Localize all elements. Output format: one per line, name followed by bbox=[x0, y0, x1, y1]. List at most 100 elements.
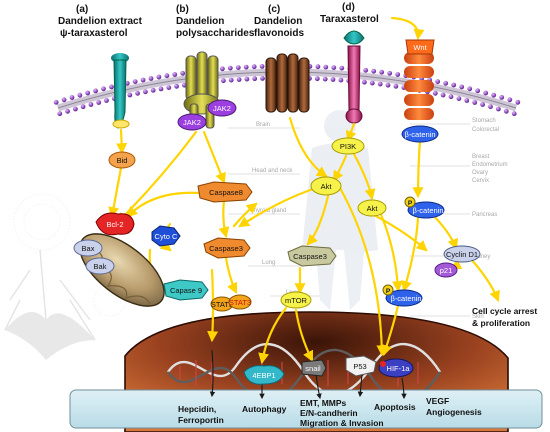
receptor-c bbox=[265, 53, 310, 113]
wnt-label: Wnt bbox=[413, 43, 427, 52]
lipid-head bbox=[377, 81, 383, 87]
cytoc-label: Cyto C bbox=[155, 232, 179, 241]
svg-text:E/N-candherin: E/N-candherin bbox=[300, 408, 358, 418]
lipid-head bbox=[435, 79, 441, 84]
svg-text:ψ-taraxasterol: ψ-taraxasterol bbox=[60, 28, 128, 39]
lipid-head bbox=[322, 76, 328, 82]
cyclin-d1-label: Cyclin D1 bbox=[446, 250, 478, 259]
lipid-head bbox=[148, 76, 154, 81]
organ-stomach: Stomach bbox=[472, 118, 496, 124]
p21-label: p21 bbox=[440, 266, 453, 275]
lipid-head bbox=[80, 104, 86, 110]
svg-text:Dandelion: Dandelion bbox=[176, 16, 224, 27]
svg-text:Taraxasterol: Taraxasterol bbox=[320, 14, 379, 25]
bid-node: Bid bbox=[108, 151, 136, 169]
lipid-head bbox=[88, 102, 94, 107]
lipid-head bbox=[65, 108, 70, 114]
cytoc-node: Cyto C bbox=[151, 225, 181, 247]
outcome-emt: EMT, MMPs E/N-candherin Migration & Inva… bbox=[300, 398, 384, 428]
lipid-head bbox=[331, 65, 337, 70]
beta-catenin-2-node: β-catenin P bbox=[404, 196, 445, 219]
lipid-head bbox=[371, 68, 377, 74]
jak2-right-label: JAK2 bbox=[213, 104, 231, 113]
wnt-node: Wnt bbox=[405, 39, 435, 55]
lipid-head bbox=[387, 70, 393, 76]
svg-text:(c): (c) bbox=[268, 4, 280, 15]
lipid-head bbox=[260, 76, 265, 81]
organ-thyroid: Thyroid gland bbox=[250, 208, 286, 214]
svg-text:(a): (a) bbox=[76, 4, 88, 15]
ebp1-node: 4EBP1 bbox=[243, 365, 285, 385]
svg-text:VEGF: VEGF bbox=[426, 396, 449, 406]
lipid-head bbox=[228, 77, 234, 83]
organ-colorectal: Colorectal bbox=[472, 127, 499, 133]
jak2-left-node: JAK2 bbox=[177, 113, 207, 131]
svg-text:Autophagy: Autophagy bbox=[242, 404, 287, 414]
outcome-arrows bbox=[209, 349, 407, 400]
lipid-head bbox=[385, 82, 391, 88]
svg-text:polysaccharides: polysaccharides bbox=[176, 28, 255, 39]
svg-text:Apoptosis: Apoptosis bbox=[374, 402, 416, 412]
lipid-head bbox=[491, 92, 497, 98]
lipid-head bbox=[109, 84, 114, 90]
outcome-autophagy: Autophagy bbox=[242, 404, 287, 414]
p53-node: P53 bbox=[345, 355, 377, 377]
lipid-head bbox=[323, 64, 329, 70]
organ-breast: Breast bbox=[472, 154, 490, 160]
lipid-head bbox=[69, 95, 75, 100]
caspase3-b-node: Caspase3 bbox=[287, 245, 337, 267]
organ-ovary: Ovary bbox=[472, 170, 488, 176]
lipid-head bbox=[499, 95, 505, 100]
bcl2-node: Bcl-2 bbox=[95, 212, 135, 236]
lipid-head bbox=[156, 74, 162, 80]
lipid-head bbox=[483, 90, 489, 96]
lipid-head bbox=[73, 106, 78, 112]
organ-skin: Skin bbox=[472, 314, 484, 320]
lipid-head bbox=[315, 64, 321, 70]
ebp1-label: 4EBP1 bbox=[252, 371, 275, 380]
lipid-head bbox=[456, 96, 462, 101]
lipid-head bbox=[488, 104, 493, 110]
lipid-head bbox=[77, 92, 83, 98]
outcome-cell-cycle: Cell cycle arrest & proliferation bbox=[472, 306, 537, 328]
lipid-head bbox=[480, 102, 485, 107]
lipid-head bbox=[338, 77, 344, 83]
svg-text:Migration & Invasion: Migration & Invasion bbox=[300, 418, 384, 428]
beta-catenin-1-node: β-catenin bbox=[401, 125, 439, 143]
lipid-head bbox=[440, 92, 446, 98]
lipid-head bbox=[252, 76, 258, 82]
lipid-head bbox=[451, 82, 457, 88]
lipid-head bbox=[236, 77, 242, 82]
snail-node: snail bbox=[301, 359, 327, 377]
bcl2-label: Bcl-2 bbox=[106, 220, 123, 229]
lipid-head bbox=[166, 85, 172, 90]
caspase9-node: Capase 9 bbox=[163, 279, 209, 301]
lipid-head bbox=[93, 88, 98, 94]
lipid-head bbox=[180, 70, 186, 76]
svg-text:flavonoids: flavonoids bbox=[254, 28, 304, 39]
stat3-b-node: STAT3 bbox=[228, 294, 252, 310]
lipid-head bbox=[393, 83, 399, 89]
lipid-head bbox=[259, 64, 265, 69]
lipid-head bbox=[251, 64, 257, 70]
lipid-head bbox=[235, 65, 241, 70]
panel-c-label: (c) Dandelion flavonoids bbox=[254, 4, 304, 39]
pi3k-node: PI3K bbox=[331, 137, 365, 155]
caspase9-label: Capase 9 bbox=[170, 286, 202, 295]
outcome-apoptosis: Apoptosis bbox=[374, 402, 416, 412]
caspase3-b-label: Caspase3 bbox=[293, 252, 327, 261]
lipid-head bbox=[143, 89, 148, 95]
svg-text:Cell cycle arrest: Cell cycle arrest bbox=[472, 306, 537, 316]
lipid-head bbox=[150, 87, 156, 93]
lipid-head bbox=[158, 86, 164, 92]
svg-text:& proliferation: & proliferation bbox=[472, 318, 530, 328]
bid-label: Bid bbox=[117, 156, 128, 165]
svg-text:EMT, MMPs: EMT, MMPs bbox=[300, 398, 347, 408]
pi3k-label: PI3K bbox=[340, 142, 356, 151]
lipid-head bbox=[243, 64, 249, 70]
lipid-head bbox=[448, 94, 454, 100]
lipid-head bbox=[221, 78, 226, 84]
akt-center-node: Akt bbox=[310, 176, 342, 196]
